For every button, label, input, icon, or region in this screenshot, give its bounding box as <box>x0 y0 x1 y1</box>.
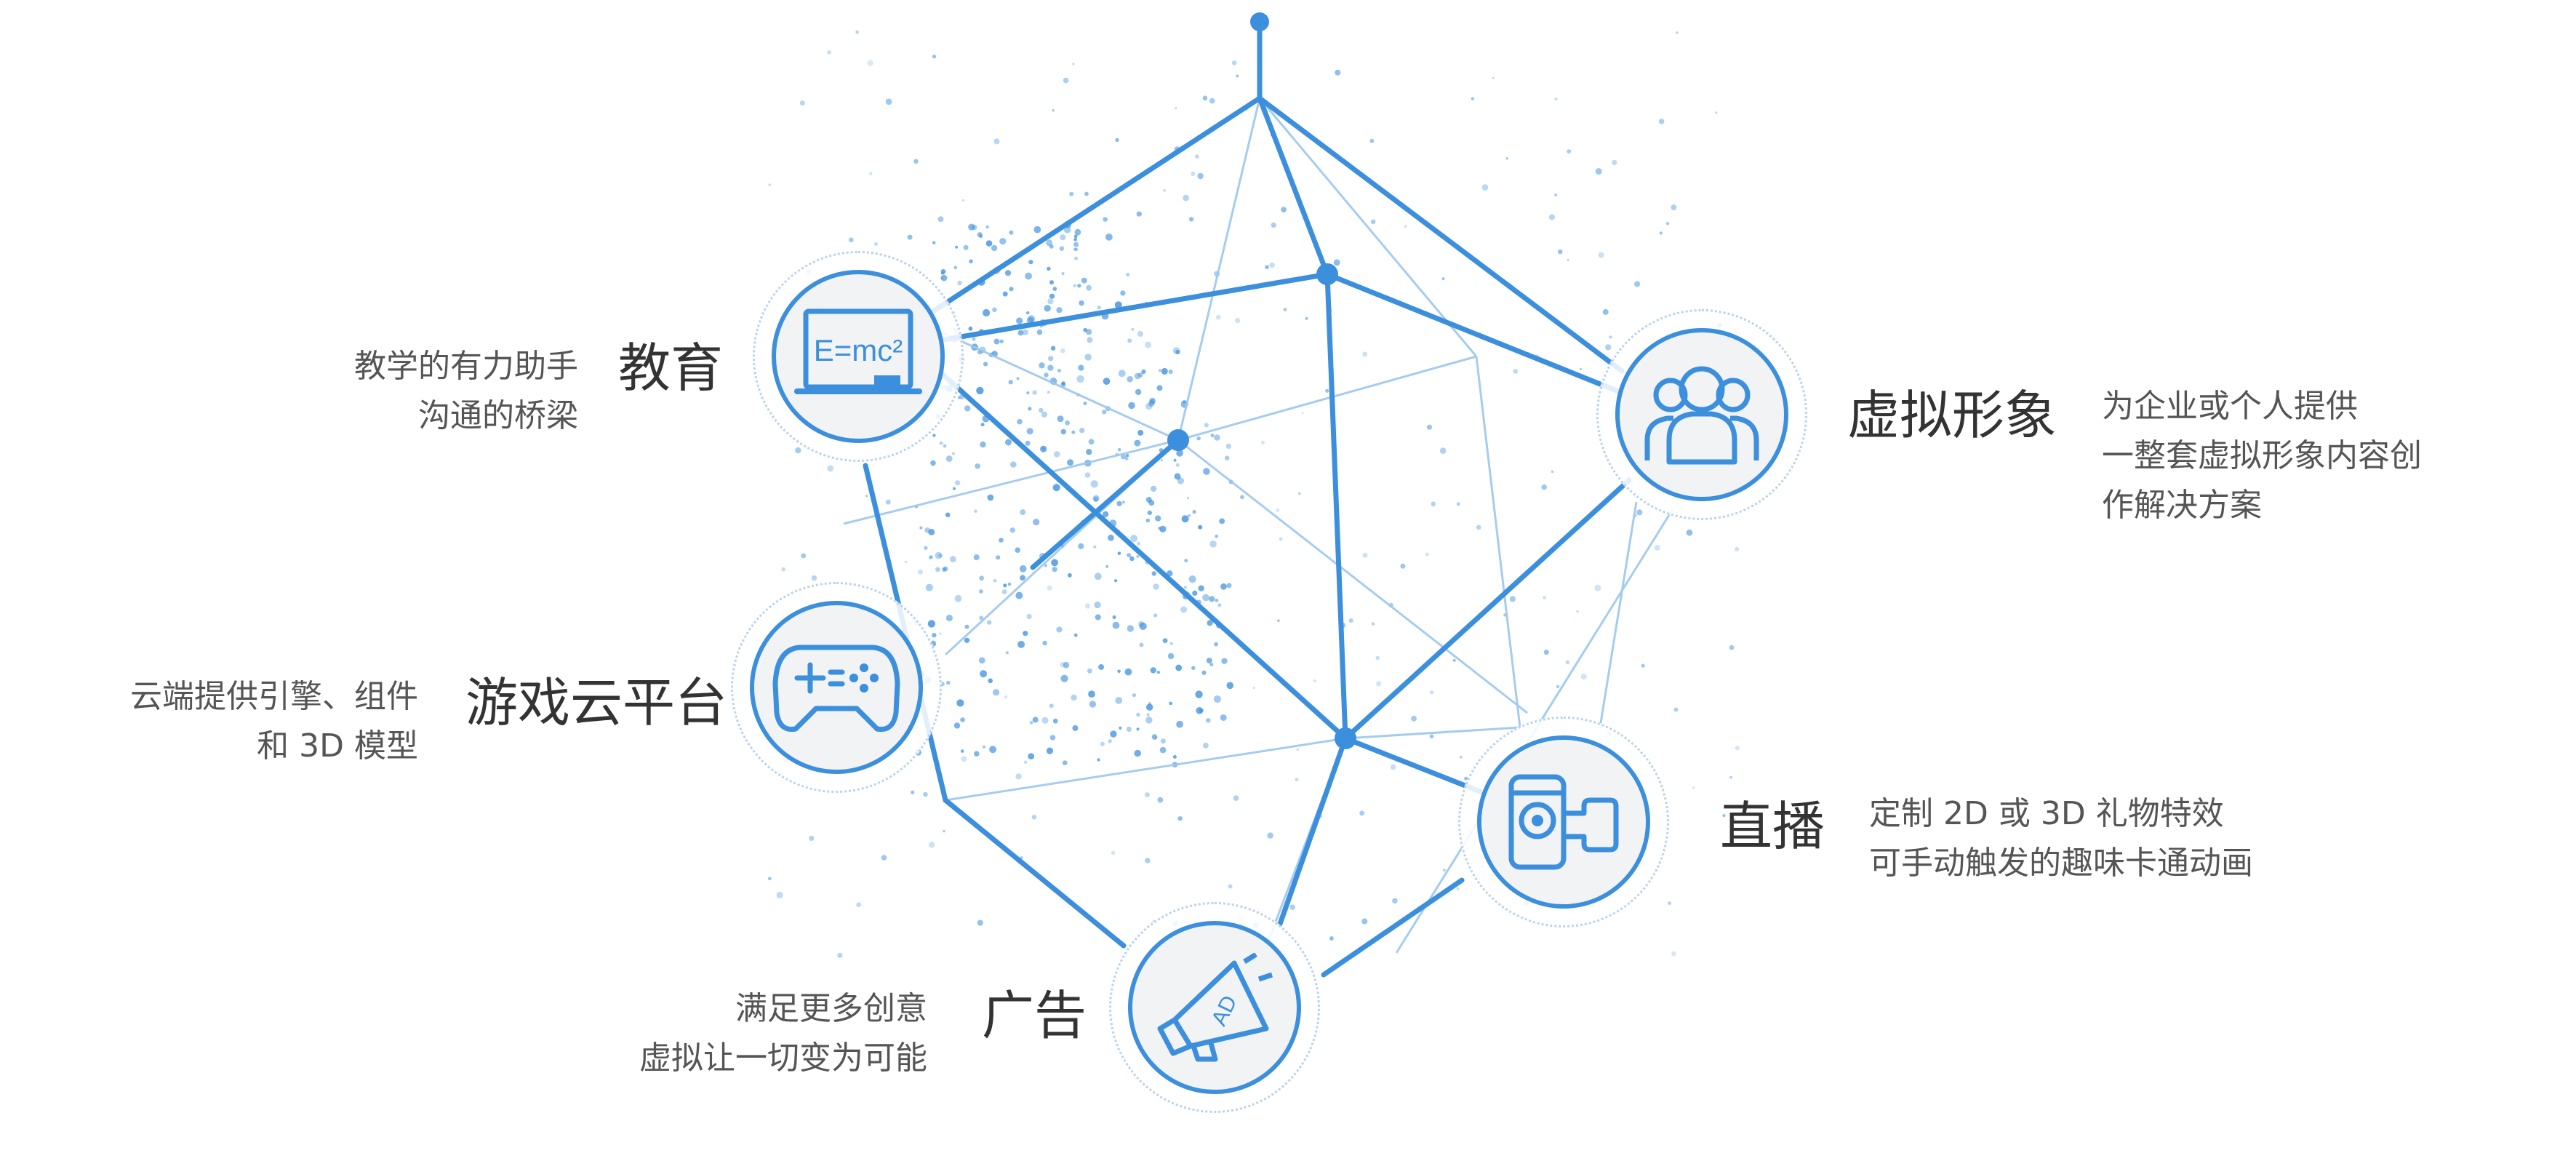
video-camera-icon <box>1508 774 1619 870</box>
megaphone-ad-icon: AD <box>1157 953 1273 1062</box>
user-group-icon <box>1644 366 1759 465</box>
avatar-title: 虚拟形象 <box>1847 385 2057 446</box>
live-node <box>1458 717 1669 927</box>
ads-node: AD <box>1109 902 1320 1113</box>
education-desc-line-1: 教学的有力助手 <box>354 348 578 385</box>
education-desc-line-2: 沟通的桥梁 <box>418 397 578 434</box>
live-title: 直播 <box>1720 796 1825 857</box>
game-title: 游戏云平台 <box>465 672 728 733</box>
avatar-node <box>1596 309 1807 520</box>
avatar-desc-line-2: 一整套虚拟形象内容创 <box>2102 437 2422 474</box>
blackboard-emc2-icon: E=mc² <box>794 308 922 394</box>
live-desc-line-2: 可手动触发的趣味卡通动画 <box>1869 845 2253 882</box>
primary-mesh-lines <box>863 19 1632 978</box>
blackboard-formula-text: E=mc² <box>814 333 903 367</box>
live-description: 定制 2D 或 3D 礼物特效 可手动触发的趣味卡通动画 <box>1869 789 2253 888</box>
game-node <box>731 582 942 793</box>
gamepad-icon <box>772 645 900 733</box>
avatar-description: 为企业或个人提供 一整套虚拟形象内容创 作解决方案 <box>2102 382 2422 530</box>
education-node: E=mc² <box>753 251 964 462</box>
game-description: 云端提供引擎、组件 和 3D 模型 <box>113 672 418 771</box>
education-title: 教育 <box>618 338 724 399</box>
megaphone-ad-text: AD <box>1207 992 1242 1029</box>
education-description: 教学的有力助手 沟通的桥梁 <box>320 342 578 441</box>
live-desc-line-1: 定制 2D 或 3D 礼物特效 <box>1869 795 2224 832</box>
network-vertices <box>1167 12 1356 749</box>
ads-desc-line-2: 虚拟让一切变为可能 <box>639 1040 927 1077</box>
game-desc-line-2: 和 3D 模型 <box>257 727 418 765</box>
ads-description: 满足更多创意 虚拟让一切变为可能 <box>604 984 927 1083</box>
avatar-desc-line-1: 为企业或个人提供 <box>2102 388 2358 425</box>
game-desc-line-1: 云端提供引擎、组件 <box>130 678 418 715</box>
ads-desc-line-1: 满足更多创意 <box>735 990 927 1027</box>
ads-title: 广告 <box>982 985 1087 1046</box>
avatar-desc-line-3: 作解决方案 <box>2102 487 2262 524</box>
